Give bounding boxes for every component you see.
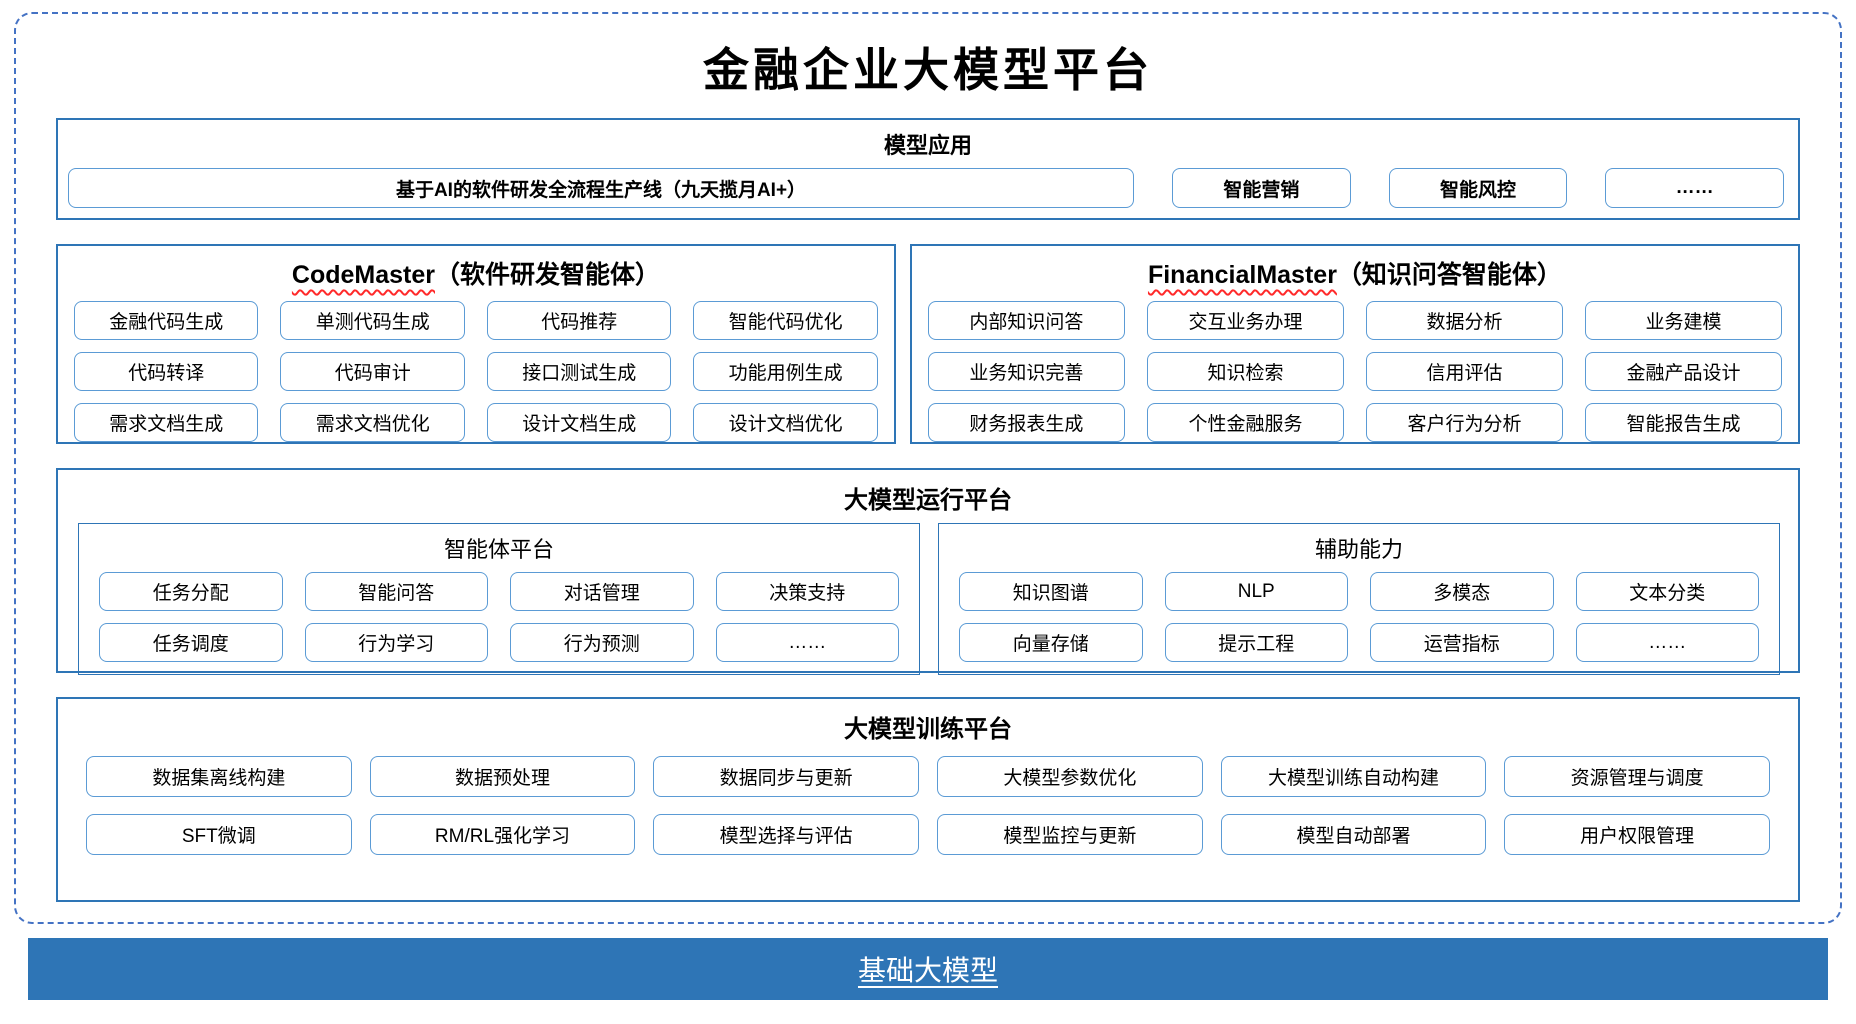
capability-box: 知识检索 [1146,352,1344,391]
capability-box: 智能代码优化 [693,301,878,340]
capability-box: 接口测试生成 [486,352,672,391]
aux-ability-grid: 知识图谱 NLP 多模态 文本分类 向量存储 提示工程 运营指标 …… [939,572,1779,662]
capability-box: NLP [1164,572,1348,611]
capability-box: 信用评估 [1365,352,1563,391]
code-master-name: CodeMaster [291,261,435,289]
subsection-header-aux-ability: 辅助能力 [1314,537,1403,562]
financial-master-grid: 内部知识问答 交互业务办理 数据分析 业务建模 业务知识完善 知识检索 信用评估… [912,301,1798,454]
capability-box: 任务分配 [99,572,283,611]
subsection-agent-platform: 智能体平台 任务分配 智能问答 对话管理 决策支持 任务调度 行为学习 行为预测… [78,523,920,675]
capability-box: 智能营销 [1172,168,1351,208]
financial-master-name: FinancialMaster [1147,261,1337,289]
capability-box: 模型选择与评估 [653,814,919,855]
capability-box: 数据分析 [1365,301,1563,340]
section-financial-master: FinancialMaster（知识问答智能体） 内部知识问答 交互业务办理 数… [909,244,1800,444]
capability-box-more: …… [1575,623,1759,662]
subsection-header-agent-platform: 智能体平台 [443,537,554,562]
code-master-subtitle: （软件研发智能体） [435,261,661,289]
capability-box: 运营指标 [1370,623,1554,662]
capability-box: 个性金融服务 [1146,403,1344,442]
capability-box: 内部知识问答 [927,301,1125,340]
capability-box: 客户行为分析 [1365,403,1563,442]
section-header-model-applications: 模型应用 [883,133,972,158]
capability-box: 文本分类 [1575,572,1759,611]
capability-box: 提示工程 [1164,623,1348,662]
section-header-training-platform: 大模型训练平台 [844,716,1012,743]
section-runtime-platform: 大模型运行平台 智能体平台 任务分配 智能问答 对话管理 决策支持 任务调度 行… [56,468,1800,675]
page-title: 金融企业大模型平台 [703,43,1153,97]
capability-box: 数据同步与更新 [653,756,919,797]
capability-box: 用户权限管理 [1504,814,1770,855]
capability-box: 模型监控与更新 [936,814,1203,855]
section-header-runtime-platform: 大模型运行平台 [844,487,1012,514]
model-applications-row: 基于AI的软件研发全流程生产线（九天揽月AI+） 智能营销 智能风控 …… [58,164,1798,208]
runtime-columns: 智能体平台 任务分配 智能问答 对话管理 决策支持 任务调度 行为学习 行为预测… [58,521,1798,687]
capability-box-ai-pipeline: 基于AI的软件研发全流程生产线（九天揽月AI+） [68,168,1134,208]
capability-box: 任务调度 [99,623,283,662]
capability-box: 财务报表生成 [927,403,1125,442]
capability-box: 代码审计 [280,352,465,391]
base-model-bar: 基础大模型 [28,938,1828,1000]
financial-master-subtitle: （知识问答智能体） [1336,261,1562,289]
section-training-platform: 大模型训练平台 数据集离线构建 数据预处理 数据同步与更新 大模型参数优化 大模… [56,697,1800,902]
agents-row: CodeMaster（软件研发智能体） 金融代码生成 单测代码生成 代码推荐 智… [56,244,1800,444]
capability-box: 业务建模 [1584,301,1782,340]
capability-box: 需求文档优化 [280,403,465,442]
capability-box: 代码转译 [74,352,259,391]
capability-box: 设计文档生成 [486,403,672,442]
section-model-applications: 模型应用 基于AI的软件研发全流程生产线（九天揽月AI+） 智能营销 智能风控 … [56,118,1800,220]
capability-box: 决策支持 [715,572,899,611]
capability-box: 知识图谱 [959,572,1143,611]
capability-box: 需求文档生成 [74,403,259,442]
section-header-code-master: CodeMaster（软件研发智能体） [58,246,894,301]
capability-box: 大模型训练自动构建 [1220,756,1487,797]
agent-platform-grid: 任务分配 智能问答 对话管理 决策支持 任务调度 行为学习 行为预测 …… [79,572,919,662]
capability-box: 金融代码生成 [74,301,259,340]
capability-box: 智能风控 [1388,168,1568,208]
training-grid: 数据集离线构建 数据预处理 数据同步与更新 大模型参数优化 大模型训练自动构建 … [58,750,1798,871]
capability-box: 多模态 [1370,572,1554,611]
capability-box: 数据集离线构建 [86,756,352,797]
subsection-aux-ability: 辅助能力 知识图谱 NLP 多模态 文本分类 向量存储 提示工程 运营指标 …… [938,523,1780,675]
capability-box-more: …… [715,623,899,662]
capability-box: 行为预测 [510,623,694,662]
code-master-grid: 金融代码生成 单测代码生成 代码推荐 智能代码优化 代码转译 代码审计 接口测试… [58,301,894,454]
capability-box: 数据预处理 [369,756,636,797]
platform-frame: 金融企业大模型平台 模型应用 基于AI的软件研发全流程生产线（九天揽月AI+） … [14,12,1842,924]
capability-box: 功能用例生成 [693,352,878,391]
capability-box: SFT微调 [86,814,352,855]
capability-box: 智能报告生成 [1584,403,1782,442]
capability-box: 行为学习 [304,623,488,662]
capability-box: 设计文档优化 [693,403,878,442]
capability-box: 对话管理 [510,572,694,611]
section-code-master: CodeMaster（软件研发智能体） 金融代码生成 单测代码生成 代码推荐 智… [56,244,896,444]
capability-box: 智能问答 [304,572,488,611]
base-model-label: 基础大模型 [857,955,998,986]
capability-box: 大模型参数优化 [936,756,1203,797]
capability-box: 代码推荐 [486,301,672,340]
capability-box: 业务知识完善 [927,352,1125,391]
capability-box: 交互业务办理 [1146,301,1344,340]
capability-box: RM/RL强化学习 [369,814,636,855]
section-header-financial-master: FinancialMaster（知识问答智能体） [912,246,1798,301]
capability-box: 金融产品设计 [1584,352,1782,391]
capability-box: 向量存储 [959,623,1143,662]
capability-box: 资源管理与调度 [1504,756,1770,797]
capability-box-more: …… [1605,168,1785,208]
capability-box: 模型自动部署 [1220,814,1487,855]
capability-box: 单测代码生成 [280,301,465,340]
